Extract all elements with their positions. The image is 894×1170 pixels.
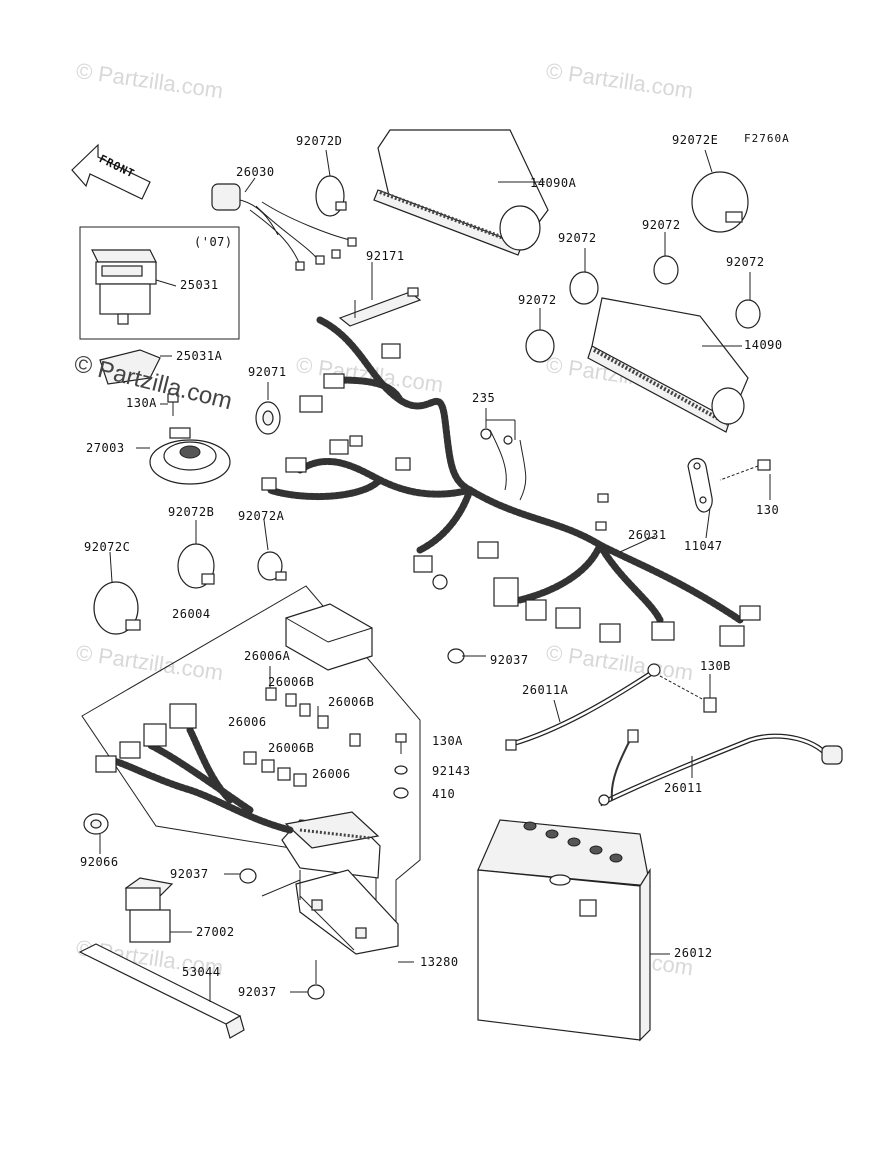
part-label-92072B[interactable]: 92072B — [168, 505, 215, 519]
band-92072D — [315, 149, 347, 217]
part-label-92072D[interactable]: 92072D — [296, 134, 343, 148]
clamp-92066 — [83, 813, 109, 854]
part-label-92072A[interactable]: 92072A — [238, 509, 285, 523]
part-label-92143[interactable]: 92143 — [432, 764, 471, 778]
part-label-27003[interactable]: 27003 — [86, 441, 125, 455]
fuse-26006A — [265, 687, 277, 701]
fuse-box-26004 — [95, 603, 381, 879]
band-92072-b — [653, 232, 679, 285]
cable-26011 — [598, 729, 843, 807]
part-label-92072[interactable]: 92072 — [726, 255, 765, 269]
relay-27002 — [124, 877, 192, 943]
part-label-130A[interactable]: 130A — [432, 734, 463, 748]
screw-235 — [480, 408, 516, 440]
part-label-92037[interactable]: 92037 — [238, 985, 277, 999]
part-label-410[interactable]: 410 — [432, 787, 456, 801]
clamp-92037 — [447, 648, 486, 664]
part-label-26006[interactable]: 26006 — [312, 767, 351, 781]
year-note: ('07) — [194, 235, 233, 249]
part-label-92072[interactable]: 92072 — [642, 218, 681, 232]
part-label-26006B[interactable]: 26006B — [328, 695, 375, 709]
part-label-92171[interactable]: 92171 — [366, 249, 405, 263]
fuse-26006B — [317, 715, 329, 729]
cover-14090 — [587, 297, 749, 433]
bracket-13280 — [261, 869, 414, 963]
part-label-130B[interactable]: 130B — [700, 659, 731, 673]
part-label-26006B[interactable]: 26006B — [268, 741, 315, 755]
part-label-130A[interactable]: 130A — [126, 396, 157, 410]
tube-53044 — [78, 943, 245, 1039]
part-label-235[interactable]: 235 — [472, 391, 496, 405]
figure-code: F2760A — [744, 132, 790, 145]
part-label-92037[interactable]: 92037 — [170, 867, 209, 881]
part-label-26031[interactable]: 26031 — [628, 528, 667, 542]
clamp-92037 — [224, 868, 257, 884]
bolt-130 — [719, 459, 771, 500]
part-label-92071[interactable]: 92071 — [248, 365, 287, 379]
band-92072E — [691, 149, 749, 233]
part-label-26006[interactable]: 26006 — [228, 715, 267, 729]
part-label-26011[interactable]: 26011 — [664, 781, 703, 795]
fuse-26006B — [285, 693, 297, 707]
fuse-26006 — [261, 759, 275, 773]
hour-meter-25031 — [91, 249, 177, 325]
band-92072-a — [569, 248, 599, 305]
part-label-26006A[interactable]: 26006A — [244, 649, 291, 663]
horn-27003 — [136, 427, 231, 485]
meter-detail-box — [79, 226, 240, 340]
part-label-25031A[interactable]: 25031A — [176, 349, 223, 363]
part-label-25031[interactable]: 25031 — [180, 278, 219, 292]
fuse-26006 — [293, 773, 307, 787]
part-label-14090A[interactable]: 14090A — [530, 176, 577, 190]
bracket-92171 — [338, 262, 422, 327]
fuse-26006B — [349, 733, 361, 747]
band-92072C — [93, 551, 141, 635]
fuse-26006 — [277, 767, 291, 781]
band-92072-c — [735, 272, 761, 329]
bolt-130B — [659, 674, 717, 713]
part-label-14090[interactable]: 14090 — [744, 338, 783, 352]
part-label-92072C[interactable]: 92072C — [84, 540, 131, 554]
part-label-130[interactable]: 130 — [756, 503, 780, 517]
clamp-92037 — [290, 960, 325, 1000]
meter-bracket-25031A — [99, 349, 172, 385]
washer-410 — [393, 787, 409, 799]
part-label-26012[interactable]: 26012 — [674, 946, 713, 960]
bolt-130A — [160, 393, 179, 416]
band-92072A — [257, 519, 287, 581]
part-label-92037[interactable]: 92037 — [490, 653, 529, 667]
bolt-130A — [395, 733, 407, 754]
part-label-26030[interactable]: 26030 — [236, 165, 275, 179]
part-label-92072[interactable]: 92072 — [518, 293, 557, 307]
cable-26011A — [505, 663, 661, 751]
bracket-11047 — [687, 457, 713, 539]
part-label-26004[interactable]: 26004 — [172, 607, 211, 621]
part-label-11047[interactable]: 11047 — [684, 539, 723, 553]
part-label-92066[interactable]: 92066 — [80, 855, 119, 869]
band-92072B — [177, 520, 215, 589]
front-arrow-icon — [71, 143, 151, 200]
part-label-26006B[interactable]: 26006B — [268, 675, 315, 689]
main-harness-26031 — [261, 316, 761, 647]
battery-26012 — [477, 819, 670, 1042]
sub-harness-26030 — [211, 177, 357, 271]
part-label-53044[interactable]: 53044 — [182, 965, 221, 979]
part-label-92072[interactable]: 92072 — [558, 231, 597, 245]
fuse-26006 — [243, 751, 257, 765]
cover-14090A — [373, 129, 549, 256]
band-92072-d — [525, 308, 555, 363]
washer-92143 — [394, 765, 408, 775]
fuse-26006B — [299, 703, 311, 717]
grommet-92071 — [255, 382, 281, 435]
part-label-27002[interactable]: 27002 — [196, 925, 235, 939]
part-label-92072E[interactable]: 92072E — [672, 133, 719, 147]
part-label-26011A[interactable]: 26011A — [522, 683, 569, 697]
part-label-13280[interactable]: 13280 — [420, 955, 459, 969]
